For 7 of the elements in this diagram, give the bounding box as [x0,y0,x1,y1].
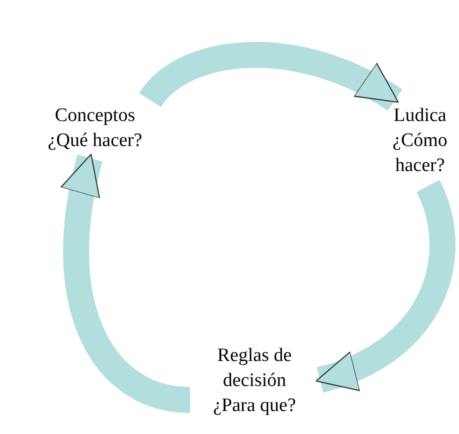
node-text: Ludica [394,104,446,128]
curved-arrow [62,154,192,413]
node-text: ¿Qué hacer? [48,129,142,153]
node-text: Reglas de decisión [216,344,293,393]
node-text: ¿Cómo hacer? [392,129,448,178]
node-text: ¿Para que? [213,394,296,418]
node-text: Conceptos [54,104,136,128]
